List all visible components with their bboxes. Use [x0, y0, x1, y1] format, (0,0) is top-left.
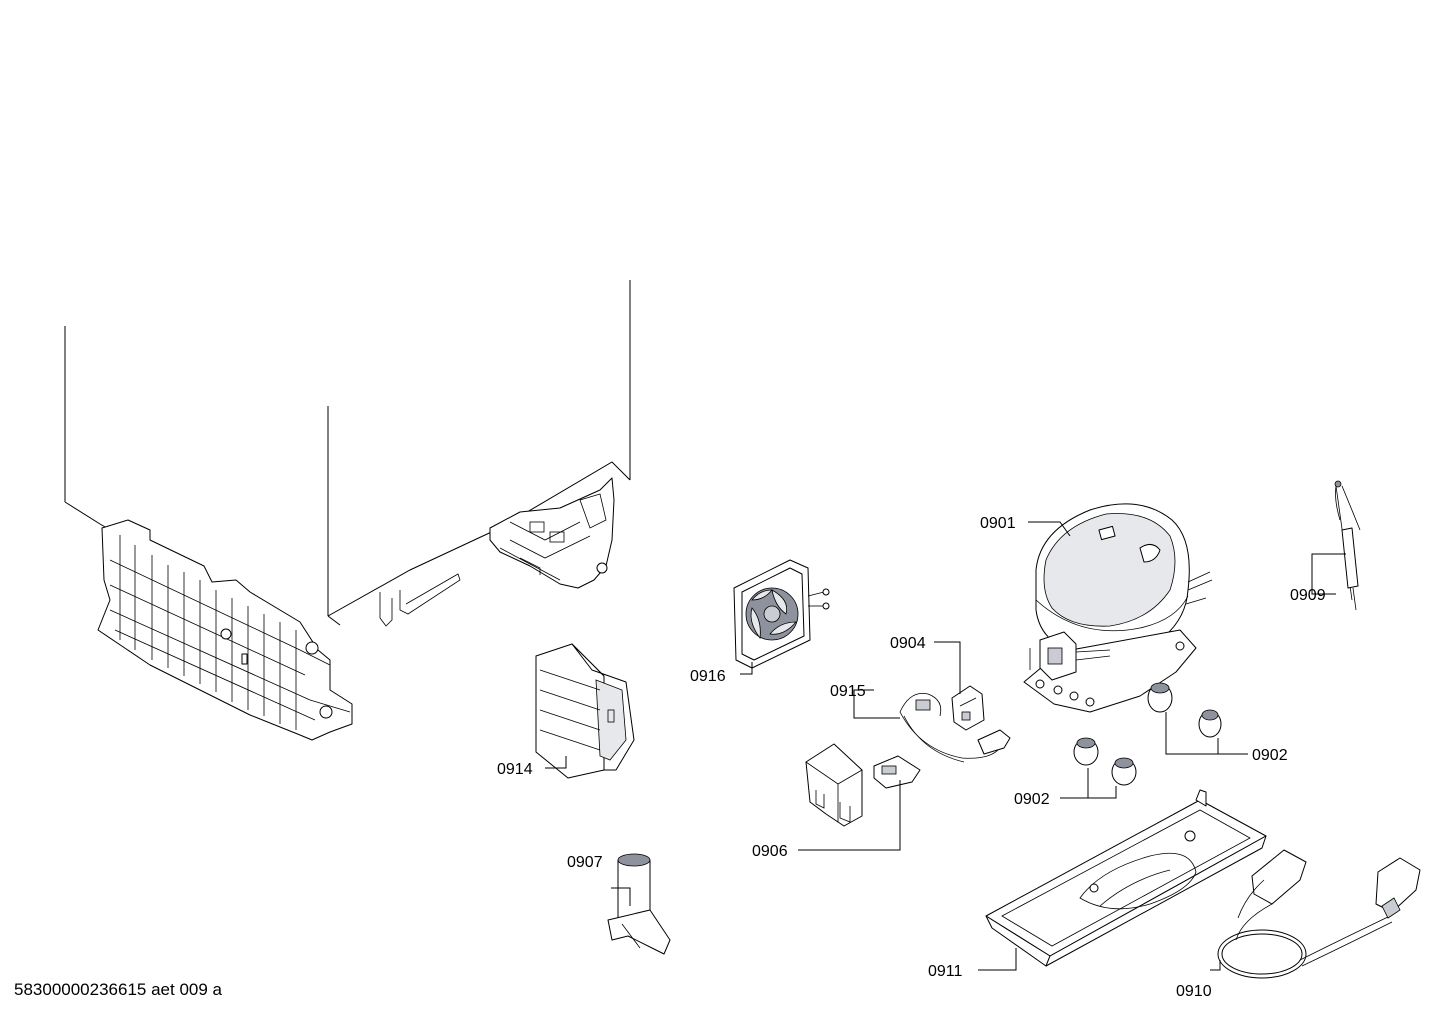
cylinder-part-0907 — [607, 853, 671, 955]
cover-0906 — [805, 743, 863, 827]
electronic-module-0914 — [535, 643, 635, 779]
label-0916: 0916 — [690, 668, 726, 685]
label-0914: 0914 — [497, 761, 533, 778]
label-0904: 0904 — [890, 635, 926, 652]
cable-0915 — [899, 693, 1011, 763]
label-0910: 0910 — [1176, 983, 1212, 1000]
fan-0916 — [733, 559, 830, 669]
grommets-0902 — [1073, 682, 1222, 786]
compressor-0901 — [1023, 503, 1213, 713]
part-labels: 0901 0909 0904 0915 0916 0914 0906 0907 … — [497, 515, 1326, 1000]
drawing-id-footer: 58300000236615 aet 009 a — [14, 980, 222, 999]
power-cable-0910 — [1217, 849, 1421, 979]
label-0911: 0911 — [928, 963, 963, 980]
leader-lines — [545, 521, 1346, 971]
label-0909: 0909 — [1290, 587, 1326, 604]
relay-0904 — [951, 685, 985, 731]
label-0906: 0906 — [752, 843, 788, 860]
label-0901: 0901 — [980, 515, 1016, 532]
mounting-tray-0911 — [985, 789, 1267, 967]
label-0902-left: 0902 — [1014, 791, 1050, 808]
label-0915: 0915 — [830, 683, 866, 700]
label-0907: 0907 — [567, 854, 603, 871]
connector-0906 — [873, 755, 921, 789]
sensor-0909 — [1334, 480, 1361, 611]
label-0902-right: 0902 — [1252, 747, 1288, 764]
cabinet-base-drawing — [64, 280, 631, 741]
